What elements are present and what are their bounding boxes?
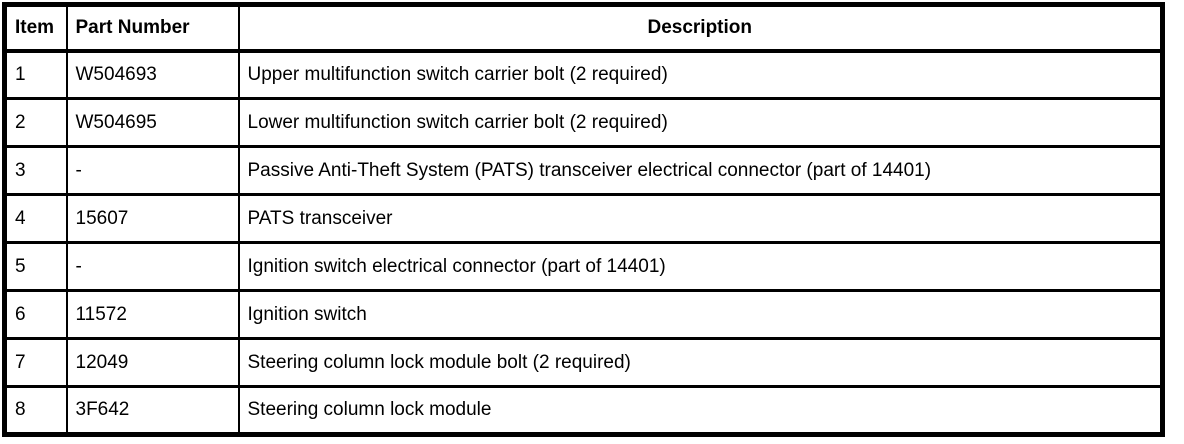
table-row: 3-Passive Anti-Theft System (PATS) trans… bbox=[3, 145, 1164, 196]
cell-description: Lower multifunction switch carrier bolt … bbox=[237, 97, 1164, 148]
cell-part_number: - bbox=[65, 241, 240, 292]
column-header-item: Item bbox=[3, 3, 68, 53]
cell-part_number: 3F642 bbox=[65, 385, 240, 436]
cell-part_number: 15607 bbox=[65, 193, 240, 244]
cell-description: Ignition switch electrical connector (pa… bbox=[237, 241, 1164, 292]
cell-description: PATS transceiver bbox=[237, 193, 1164, 244]
cell-part_number: - bbox=[65, 145, 240, 196]
cell-description: Upper multifunction switch carrier bolt … bbox=[237, 49, 1164, 100]
cell-item: 5 bbox=[3, 241, 68, 292]
cell-part_number: 11572 bbox=[65, 289, 240, 340]
column-header-part_number: Part Number bbox=[65, 3, 240, 53]
cell-description: Ignition switch bbox=[237, 289, 1164, 340]
cell-description: Steering column lock module bbox=[237, 385, 1164, 436]
cell-item: 2 bbox=[3, 97, 68, 148]
cell-item: 3 bbox=[3, 145, 68, 196]
cell-item: 4 bbox=[3, 193, 68, 244]
cell-item: 6 bbox=[3, 289, 68, 340]
cell-item: 7 bbox=[3, 337, 68, 388]
cell-part_number: 12049 bbox=[65, 337, 240, 388]
cell-part_number: W504695 bbox=[65, 97, 240, 148]
cell-item: 8 bbox=[3, 385, 68, 436]
table-row: 5-Ignition switch electrical connector (… bbox=[3, 241, 1164, 292]
cell-description: Steering column lock module bolt (2 requ… bbox=[237, 337, 1164, 388]
cell-description: Passive Anti-Theft System (PATS) transce… bbox=[237, 145, 1164, 196]
cell-item: 1 bbox=[3, 49, 68, 100]
cell-part_number: W504693 bbox=[65, 49, 240, 100]
column-header-description: Description bbox=[237, 3, 1164, 53]
